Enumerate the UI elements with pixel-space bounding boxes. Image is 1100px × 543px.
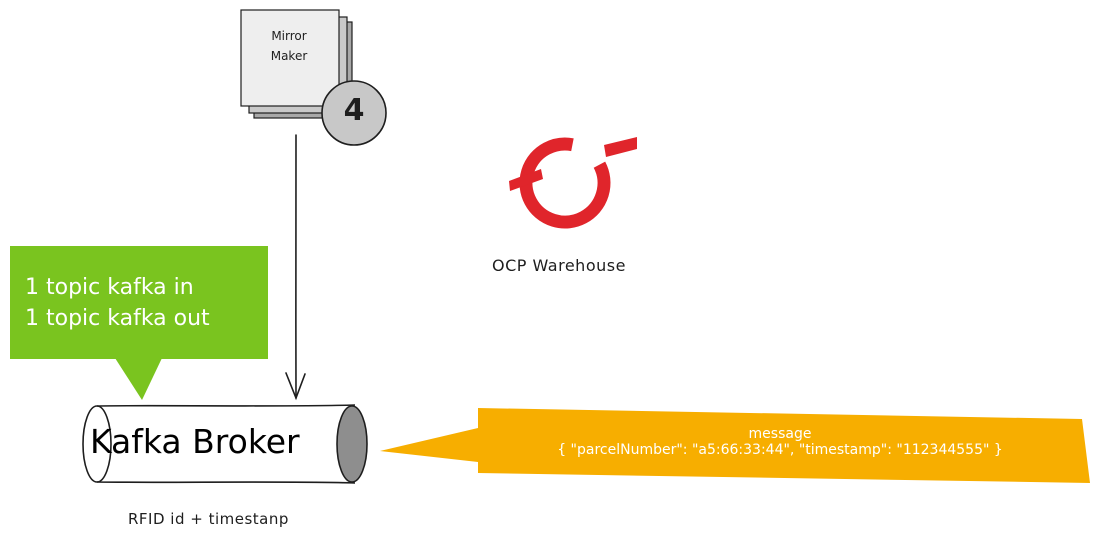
topics-note-line1: 1 topic kafka in bbox=[25, 275, 194, 300]
step-number-badge bbox=[321, 80, 387, 146]
rfid-caption: RFID id + timestanp bbox=[128, 510, 289, 528]
message-body: { "parcelNumber": "a5:66:33:44", "timest… bbox=[557, 442, 1003, 458]
mirror-to-broker-arrow bbox=[285, 134, 306, 401]
mirror-maker-line2: Maker bbox=[270, 49, 308, 63]
step-number: 4 bbox=[343, 93, 365, 128]
mirror-maker-line1: Mirror bbox=[271, 29, 307, 43]
cylinder-queue-shape bbox=[82, 404, 368, 484]
message-callout-shape bbox=[380, 408, 1090, 483]
topics-callout-shape bbox=[10, 246, 268, 400]
message-title: message bbox=[748, 426, 812, 442]
mirror-maker-label: Mirror Maker bbox=[244, 26, 334, 66]
openshift-logo-icon bbox=[509, 137, 637, 229]
ocp-warehouse-label: OCP Warehouse bbox=[492, 256, 626, 275]
document-stack-icon bbox=[240, 9, 353, 119]
topics-note: 1 topic kafka in 1 topic kafka out bbox=[25, 272, 210, 334]
kafka-broker-label: Kafka Broker bbox=[90, 422, 300, 461]
message-note: message { "parcelNumber": "a5:66:33:44",… bbox=[480, 426, 1080, 458]
topics-note-line2: 1 topic kafka out bbox=[25, 306, 210, 331]
